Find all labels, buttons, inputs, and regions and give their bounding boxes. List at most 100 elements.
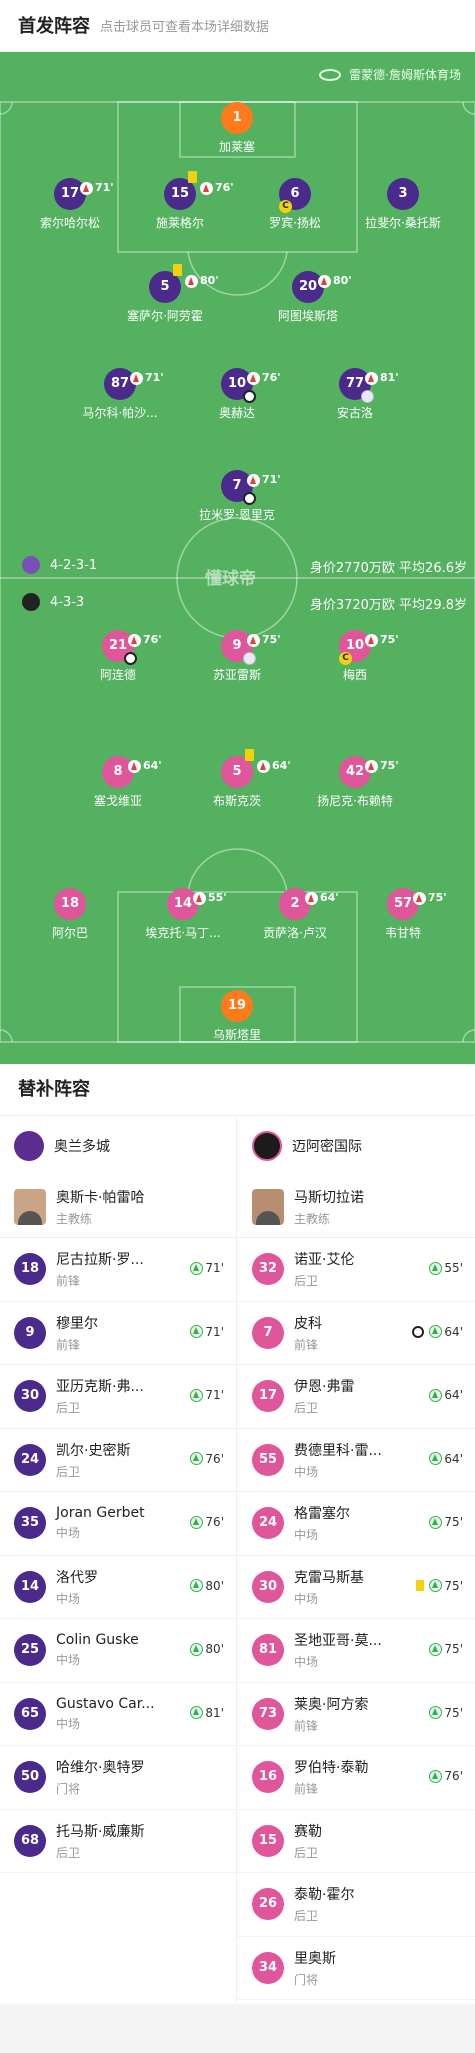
sub-on-icon bbox=[429, 1325, 443, 1338]
sub-off-icon bbox=[130, 371, 143, 385]
player-name: 乌斯塔里 bbox=[212, 1028, 261, 1042]
sub-off-badge: 64' bbox=[128, 750, 162, 782]
sub-position: 前锋 bbox=[56, 1274, 81, 1289]
sub-number: 81 bbox=[252, 1634, 284, 1667]
player-name: 施莱格尔 bbox=[155, 216, 204, 230]
sub-off-icon bbox=[247, 371, 260, 385]
sub-off-badge: 75' bbox=[413, 882, 447, 914]
sub-position: 后卫 bbox=[56, 1464, 81, 1479]
sub-on-minute: 64' bbox=[429, 1452, 463, 1466]
sub-on-minute: 64' bbox=[412, 1325, 463, 1339]
sub-name: 格雷塞尔 bbox=[294, 1506, 350, 1523]
sub-on-minute: 75' bbox=[429, 1706, 463, 1720]
sub-on-time: 76' bbox=[205, 1451, 224, 1466]
player-name: 安古洛 bbox=[336, 406, 373, 420]
away-coach[interactable]: 马斯切拉诺 主教练 bbox=[238, 1176, 475, 1238]
orlando-logo-icon bbox=[14, 1131, 44, 1161]
sub-name: 圣地亚哥·莫... bbox=[294, 1633, 382, 1650]
home-coach[interactable]: 奥斯卡·帕雷哈 主教练 bbox=[0, 1176, 236, 1238]
sub-name: 赛勒 bbox=[294, 1823, 322, 1840]
sub-number: 30 bbox=[252, 1570, 284, 1603]
sub-number: 16 bbox=[252, 1761, 284, 1794]
player-name: 埃克托·马丁... bbox=[145, 926, 221, 940]
sub-name: 诺亚·艾伦 bbox=[294, 1252, 355, 1269]
sub-name: 哈维尔·奥特罗 bbox=[56, 1760, 145, 1777]
sub-on-icon bbox=[190, 1261, 204, 1275]
sub-number: 55 bbox=[252, 1443, 284, 1476]
away-team: 迈阿密国际 bbox=[238, 1116, 475, 1176]
footer bbox=[0, 2004, 475, 2053]
sub-position: 前锋 bbox=[294, 1337, 319, 1352]
sub-name: 托马斯·威廉斯 bbox=[56, 1823, 145, 1840]
yellow-card-icon bbox=[416, 1580, 425, 1591]
sub-off-icon bbox=[128, 633, 141, 647]
sub-off-badge: 76' bbox=[200, 172, 234, 204]
sub-position: 中场 bbox=[56, 1716, 81, 1731]
player-name: 韦甘特 bbox=[384, 926, 421, 940]
player-name: 贡萨洛·卢汉 bbox=[263, 926, 327, 940]
sub-on-time: 71' bbox=[205, 1324, 224, 1339]
sub-off-icon bbox=[247, 633, 260, 647]
sub-minute: 71' bbox=[145, 371, 164, 384]
sub-off-badge: 71' bbox=[130, 362, 164, 394]
goal-ball-icon bbox=[243, 492, 256, 505]
player-name: 梅西 bbox=[342, 668, 367, 682]
sub-on-icon bbox=[429, 1706, 443, 1719]
sub-name: Gustavo Car... bbox=[56, 1695, 155, 1712]
sub-name: 里奥斯 bbox=[294, 1950, 336, 1967]
sub-on-time: 80' bbox=[205, 1578, 224, 1593]
sub-on-minute: 71' bbox=[190, 1261, 224, 1275]
sub-on-time: 75' bbox=[444, 1705, 463, 1720]
